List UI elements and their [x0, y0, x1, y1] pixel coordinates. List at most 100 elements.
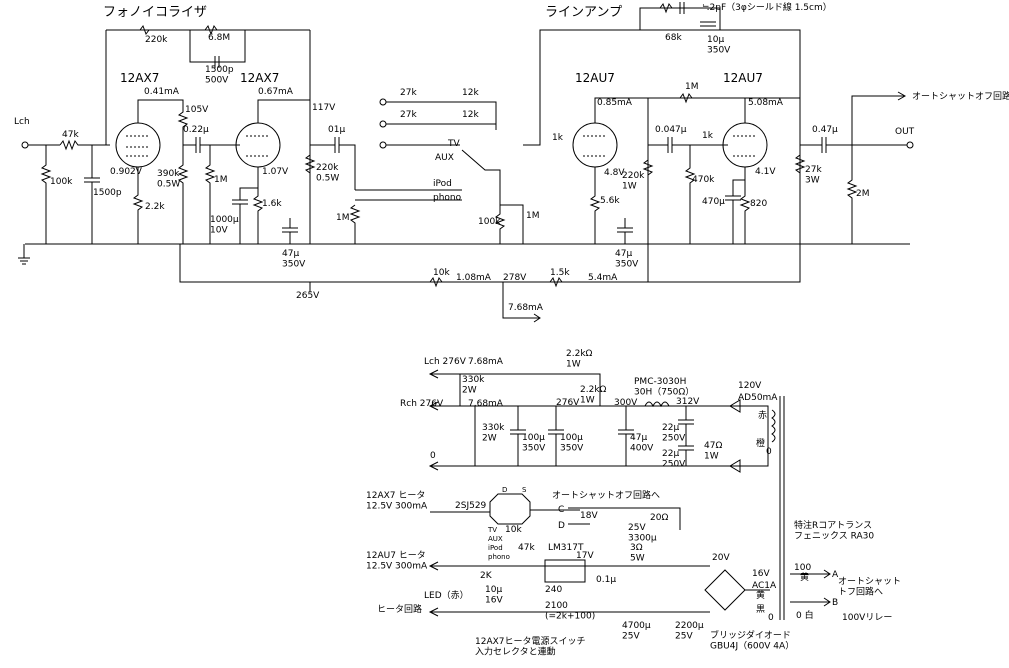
- tap0-label: 0 白: [796, 609, 814, 621]
- a-label: A: [832, 570, 839, 580]
- led-label: LED（赤）: [424, 590, 469, 601]
- r1k-b-label: 1k: [702, 131, 714, 141]
- r12k-a-label: 12k: [462, 88, 479, 98]
- auto-shut-label: オートシャットオフ回路へ: [912, 90, 1009, 102]
- zero-ac-label: 0: [768, 613, 774, 623]
- tube2-label: 12AX7: [240, 71, 279, 85]
- cap-022: [183, 137, 240, 153]
- sel-phono: phono: [433, 193, 462, 203]
- r2k-label: 2K: [480, 571, 493, 581]
- ground-symbol: [18, 244, 30, 265]
- mini-phono: phono: [488, 553, 510, 561]
- r240-label: 240: [545, 585, 562, 595]
- rch-i-label: 7.68mA: [468, 399, 504, 409]
- v265-label: 265V: [296, 291, 320, 301]
- i768-label: 7.68mA: [508, 303, 544, 313]
- r47k-psu-label: 47k: [518, 543, 535, 553]
- resistor-220k-c: [642, 159, 654, 176]
- tube-12ax7-2: [235, 122, 281, 168]
- tube1-label: 12AX7: [120, 71, 159, 85]
- selector-switch: [461, 149, 501, 200]
- resistor-220k-fb: [139, 24, 150, 36]
- y-tap-label: 黄: [800, 571, 809, 583]
- tube-12au7-2: [722, 122, 768, 168]
- resistor-1m-a: [204, 145, 216, 244]
- ad50-label: AD50mA: [738, 393, 778, 403]
- r27k-b-label: 27k: [400, 110, 417, 120]
- lm317-label: LM317T: [548, 543, 584, 553]
- r1k5-label: 1.5k: [550, 268, 570, 278]
- v105-label: 105V: [185, 105, 209, 115]
- choke-pmc3030h: [644, 401, 670, 408]
- sel-ipod: iPod: [433, 179, 452, 189]
- lch-label: Lch: [14, 117, 30, 127]
- r68k-label: 68k: [665, 33, 682, 43]
- c1500p-in-label: 1500p: [93, 188, 122, 198]
- resistor-1m-b: [349, 204, 361, 244]
- i54-label: 5.4mA: [588, 273, 618, 283]
- cap-47u-a: [282, 218, 298, 244]
- r2100-label: 2100(=2k+100): [545, 601, 595, 621]
- fet-2sj529: [489, 493, 531, 525]
- cap-10u: [700, 21, 716, 27]
- jack-ipod: [379, 141, 387, 149]
- sw-label: 12AX7ヒータ電源スイッチ入力セレクタと連動: [475, 636, 586, 657]
- transformer-label: 特注Rコアトランスフェニックス RA30: [794, 519, 874, 541]
- black-label: 黒: [756, 604, 765, 615]
- tube-12ax7-1: [115, 122, 161, 168]
- lch-input-jack: [21, 141, 29, 149]
- transformer-core: [771, 396, 785, 620]
- cap-100u-b: [548, 406, 564, 466]
- r1k6-label: 1.6k: [262, 199, 282, 209]
- c022-label: 0.22μ: [183, 125, 209, 135]
- r2k2-label: 2.2k: [145, 202, 165, 212]
- tube4-current: 5.08mA: [748, 98, 784, 108]
- r10k-psu-label: 10k: [505, 525, 522, 535]
- jack-tv: [379, 98, 387, 106]
- v117-label: 117V: [312, 103, 336, 113]
- tube4-voltage: 4.1V: [755, 167, 776, 177]
- v276-label: 276V: [556, 398, 580, 408]
- tube1-voltage: 0.902V: [110, 167, 143, 177]
- tube1-current: 0.41mA: [144, 87, 180, 97]
- cap-470u: [725, 167, 746, 244]
- yellow-label: 黄: [756, 589, 765, 601]
- ac-label: AC1A: [752, 581, 777, 591]
- auto2-label: オートシャットトフ回路へ: [838, 576, 901, 597]
- diode-hv-1: [729, 399, 741, 413]
- c01-label: 01μ: [328, 125, 345, 135]
- c047b-label: 0.47μ: [812, 125, 838, 135]
- tube3-label: 12AU7: [575, 71, 615, 85]
- r10k-label: 10k: [433, 268, 450, 278]
- tube2-current: 0.67mA: [258, 87, 294, 97]
- line-title: ラインアンプ: [545, 5, 622, 20]
- cap-01u: [310, 137, 356, 190]
- resistor-27k-c: [794, 154, 806, 174]
- tube-12au7-1: [572, 122, 618, 168]
- fet-d: D: [502, 486, 507, 494]
- c01-psu-label: 0.1μ: [596, 575, 616, 585]
- v20-label: 20V: [712, 553, 730, 563]
- mini-tv: TV: [487, 526, 497, 534]
- resistor-820: [739, 180, 751, 244]
- cap-22u-pair: [678, 406, 694, 466]
- tap100-label: 100: [794, 563, 811, 573]
- r470k-label: 470k: [692, 175, 715, 185]
- tube3-current: 0.85mA: [597, 98, 633, 108]
- preamp-section: フォノイコライザ ラインアンプ Lch 47k 100k 1500p 12AX7…: [14, 1, 1009, 323]
- phono-title: フォノイコライザ: [103, 5, 207, 20]
